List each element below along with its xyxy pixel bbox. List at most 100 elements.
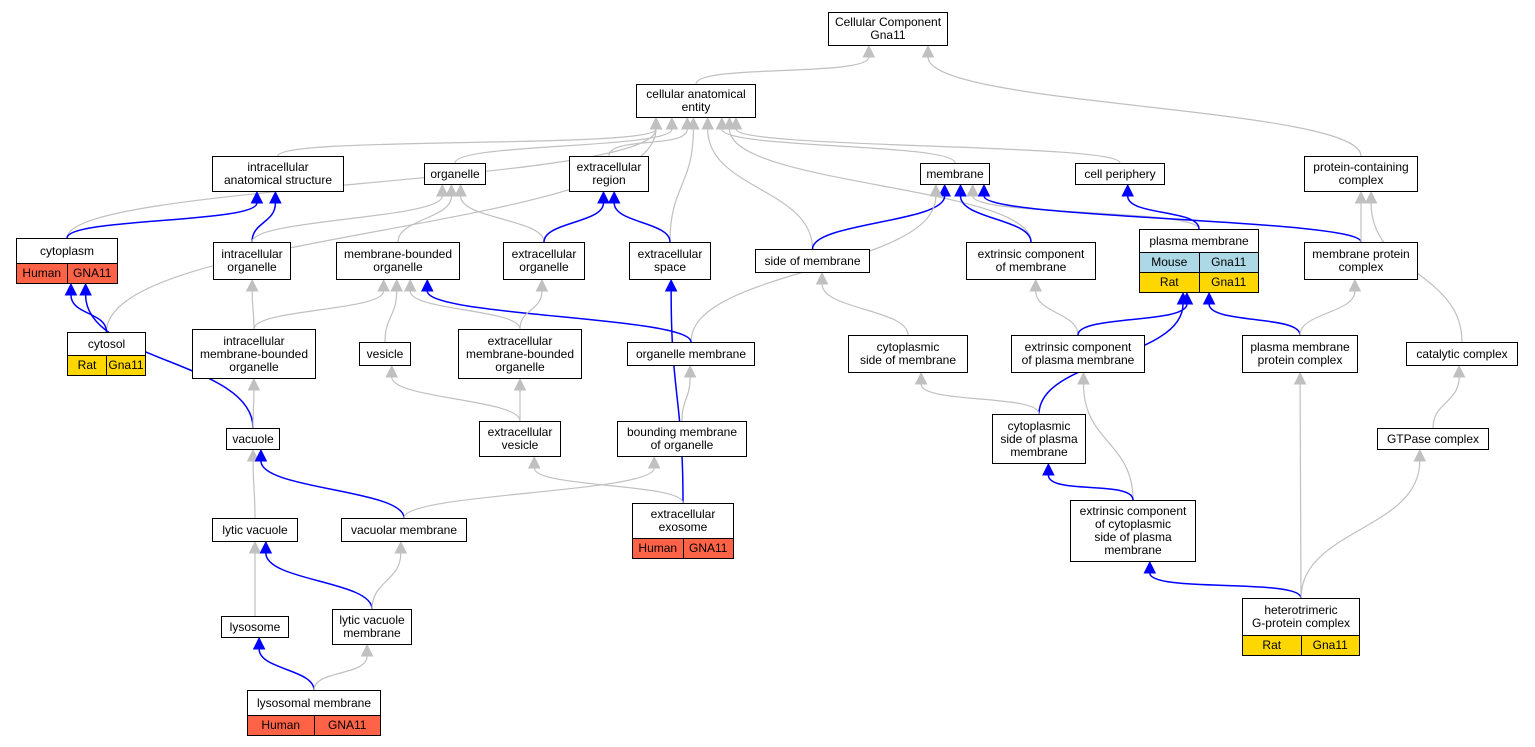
arrowhead-icon (683, 364, 697, 378)
edge-gray (403, 467, 655, 519)
term-label: membrane (926, 166, 984, 181)
term-label: protein-containing complex (1313, 160, 1409, 187)
go-term-extrinsic-component-of-membrane[interactable]: extrinsic component of membrane (966, 242, 1096, 280)
term-label: intracellular organelle (221, 247, 283, 274)
go-term-side-of-membrane[interactable]: side of membrane (755, 249, 870, 273)
go-term-membrane-bounded-organelle[interactable]: membrane-bounded organelle (336, 242, 460, 280)
go-term-extrinsic-component-of-pm[interactable]: extrinsic component of plasma membrane (1011, 335, 1145, 373)
arrowhead-icon (664, 278, 678, 292)
edge-gray (1432, 376, 1460, 429)
go-term-lytic-vacuole-membrane[interactable]: lytic vacuole membrane (332, 609, 412, 645)
species-cell: Human (248, 716, 314, 735)
go-term-extrinsic-component-cytoplasmic-side-pm[interactable]: extrinsic component of cytoplasmic side … (1070, 500, 1196, 562)
go-term-cytoplasmic-side-of-membrane[interactable]: cytoplasmic side of membrane (848, 335, 968, 373)
go-term-vacuole[interactable]: vacuole (226, 428, 280, 450)
go-term-lytic-vacuole[interactable]: lytic vacuole (212, 518, 298, 542)
edge-gray (1082, 383, 1134, 501)
edge-gray (669, 128, 694, 243)
go-term-cytoplasmic-side-of-pm[interactable]: cytoplasmic side of plasma membrane (992, 414, 1086, 464)
term-label: cytoplasmic side of plasma membrane (1000, 418, 1078, 459)
go-term-extracellular-space[interactable]: extracellular space (629, 242, 711, 280)
term-label: intracellular membrane-bounded organelle (199, 333, 309, 374)
go-term-organelle[interactable]: organelle (424, 163, 486, 185)
arrowhead-icon (247, 377, 261, 391)
arrowhead-icon (385, 364, 399, 378)
term-label: lysosomal membrane (256, 695, 372, 710)
gene-cell: Gna11 (1300, 636, 1359, 655)
edge-blue (543, 202, 605, 243)
species-cell: Rat (1243, 636, 1301, 655)
edge-gray (972, 195, 1200, 230)
go-term-membrane-protein-complex[interactable]: membrane protein complex (1304, 242, 1418, 280)
go-term-cc-root[interactable]: Cellular Component Gna11 (828, 12, 948, 46)
go-term-extracellular-region[interactable]: extracellular region (569, 156, 649, 192)
edge-gray (533, 467, 684, 504)
arrowhead-icon (815, 271, 829, 285)
go-term-lysosome[interactable]: lysosome (221, 616, 289, 638)
go-term-cell-periphery[interactable]: cell periphery (1075, 163, 1165, 185)
arrowhead-icon (715, 116, 729, 130)
edge-gray (920, 383, 1040, 415)
go-term-extracellular-organelle[interactable]: extracellular organelle (503, 242, 585, 280)
edge-gray (371, 552, 402, 610)
arrowhead-icon (1029, 278, 1043, 292)
arrowhead-icon (527, 455, 541, 469)
edge-gray (707, 128, 814, 250)
edge-blue (983, 195, 1362, 243)
go-term-vacuolar-membrane[interactable]: vacuolar membrane (341, 518, 467, 542)
arrowhead-icon (1452, 364, 1466, 378)
arrowhead-icon (723, 116, 736, 130)
go-term-intracellular-organelle[interactable]: intracellular organelle (213, 242, 291, 280)
edge-gray (454, 128, 673, 164)
gene-cell: GNA11 (313, 716, 380, 735)
edge-gray (1299, 383, 1302, 599)
edge-gray (391, 376, 521, 422)
edge-blue (260, 460, 405, 519)
edge-blue (811, 195, 946, 250)
edge-gray (253, 290, 385, 330)
arrowhead-icon (1293, 371, 1307, 385)
term-label: extracellular space (637, 247, 703, 274)
edge-blue (1126, 195, 1200, 230)
go-term-intracellular-mbo[interactable]: intracellular membrane-bounded organelle (192, 329, 316, 379)
edge-gray (66, 128, 657, 239)
edge-gray (821, 283, 909, 336)
go-term-cae[interactable]: cellular anatomical entity (636, 84, 756, 118)
go-term-organelle-membrane[interactable]: organelle membrane (627, 342, 755, 366)
species-cell: Mouse (1140, 253, 1199, 272)
go-term-bounding-membrane-of-organelle[interactable]: bounding membrane of organelle (617, 421, 747, 457)
go-term-extracellular-vesicle[interactable]: extracellular vesicle (479, 421, 561, 457)
go-term-pm-protein-complex[interactable]: plasma membrane protein complex (1242, 335, 1358, 373)
go-term-protein-containing-complex[interactable]: protein-containing complex (1304, 156, 1418, 192)
arrowhead-icon (445, 183, 458, 197)
edge-blue (84, 294, 254, 429)
term-label: extracellular vesicle (487, 425, 553, 452)
arrowhead-icon (377, 278, 390, 292)
go-term-extracellular-mbo[interactable]: extracellular membrane-bounded organelle (458, 329, 582, 379)
arrowhead-icon (1077, 371, 1090, 385)
go-term-vesicle[interactable]: vesicle (359, 342, 411, 366)
term-label: lytic vacuole membrane (339, 613, 405, 640)
edge-gray (252, 389, 255, 429)
go-term-ias[interactable]: intracellular anatomical structure (212, 156, 344, 192)
edge-blue (1047, 474, 1134, 501)
arrowhead-icon (687, 116, 700, 130)
go-term-catalytic-complex[interactable]: catalytic complex (1406, 342, 1518, 366)
edge-gray (1300, 460, 1421, 599)
term-label: cytoplasmic side of membrane (859, 340, 957, 367)
term-label: membrane-bounded organelle (343, 247, 453, 274)
go-term-gtpase-complex[interactable]: GTPase complex (1377, 428, 1489, 450)
term-label: cellular anatomical entity (646, 87, 746, 114)
term-label: organelle membrane (635, 346, 747, 361)
edge-gray (459, 195, 545, 243)
go-term-membrane[interactable]: membrane (920, 163, 990, 185)
arrowhead-icon (929, 183, 943, 197)
